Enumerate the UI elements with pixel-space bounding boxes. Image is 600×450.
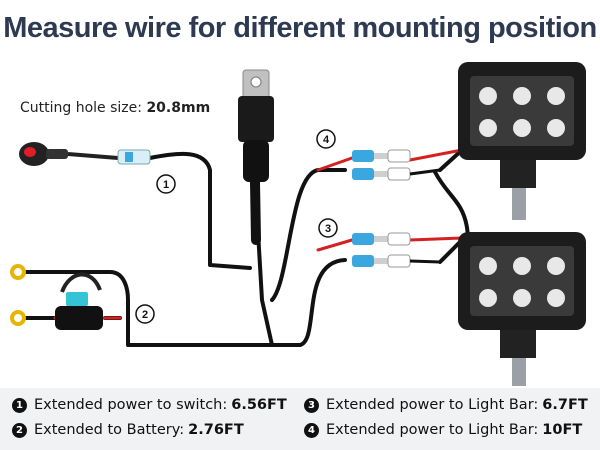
legend-panel: 1 Extended power to switch: 6.56FT 2 Ext… [0, 388, 600, 450]
fuse-holder-icon [55, 272, 103, 330]
legend-number: 2 [12, 422, 27, 438]
legend-text: Extended power to Light Bar: [326, 397, 539, 413]
callout-1-label: 1 [163, 179, 169, 191]
cutting-hole-text: Cutting hole size: [20, 100, 142, 116]
legend-value: 6.56FT [231, 397, 287, 413]
rocker-switch-icon [19, 142, 151, 166]
spade-connector-icon [352, 149, 441, 181]
legend-item-3: 3 Extended power to Light Bar: 6.7FT [304, 397, 588, 413]
legend-item-4: 4 Extended power to Light Bar: 10FT [304, 422, 582, 438]
callout-3: 3 [318, 218, 338, 238]
page-title: Measure wire for different mounting posi… [3, 12, 597, 44]
legend-value: 10FT [542, 422, 583, 438]
callout-2-label: 2 [142, 309, 148, 321]
legend-text: Extended power to switch: [34, 397, 228, 413]
cutting-hole-label: Cutting hole size: 20.8mm [20, 100, 210, 116]
callout-4-label: 4 [323, 134, 330, 146]
legend-text: Extended to Battery: [34, 422, 185, 438]
legend-number: 1 [12, 397, 27, 413]
cutting-hole-value: 20.8mm [146, 100, 211, 116]
led-light-bar-icon [458, 232, 586, 386]
callout-1: 1 [156, 174, 176, 194]
ring-terminal-icon [10, 264, 26, 326]
legend-value: 6.7FT [542, 397, 588, 413]
legend-number: 3 [304, 397, 319, 413]
callout-2: 2 [135, 304, 155, 324]
legend-item-1: 1 Extended power to switch: 6.56FT [12, 397, 287, 413]
legend-value: 2.76FT [188, 422, 244, 438]
legend-item-2: 2 Extended to Battery: 2.76FT [12, 422, 244, 438]
wiring-harness-illustration: 1 2 3 4 [10, 62, 586, 386]
callout-4: 4 [316, 129, 336, 149]
spade-connector-icon [352, 232, 441, 268]
relay-icon [238, 69, 274, 245]
callout-3-label: 3 [325, 223, 331, 235]
legend-number: 4 [304, 422, 319, 438]
led-light-bar-icon [458, 62, 586, 220]
legend-text: Extended power to Light Bar: [326, 422, 539, 438]
